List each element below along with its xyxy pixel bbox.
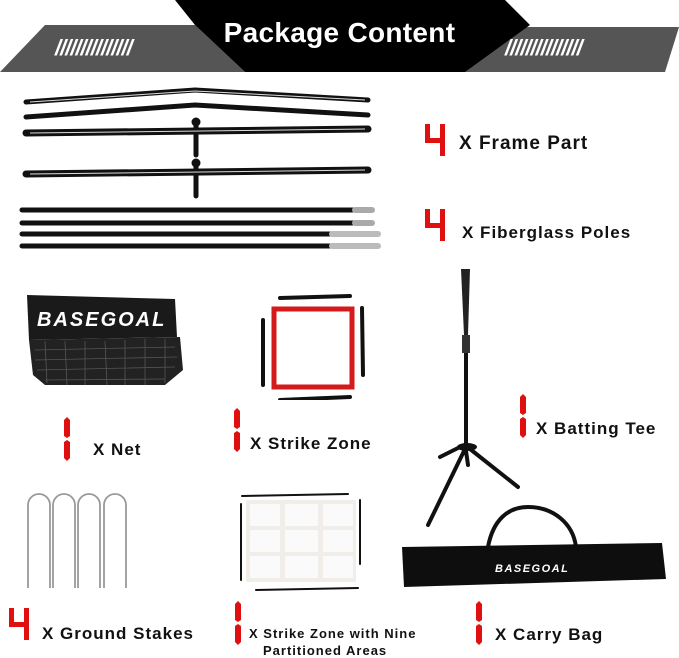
quantity-1-icon bbox=[476, 601, 482, 645]
ground-stakes-label: X Ground Stakes bbox=[42, 624, 194, 643]
net-image: BASEGOAL bbox=[25, 295, 183, 395]
strike-zone-label: X Strike Zone bbox=[250, 434, 372, 453]
page-title: Package Content bbox=[223, 17, 456, 48]
banner-shape bbox=[0, 0, 679, 72]
frame-parts-image bbox=[19, 87, 381, 249]
ground-stakes-image bbox=[27, 493, 127, 588]
carry-bag-label: X Carry Bag bbox=[495, 625, 604, 644]
quantity-1-icon bbox=[64, 417, 70, 461]
left-stripes-decoration: /////////////// bbox=[55, 35, 133, 60]
frame-part-label: X Frame Part bbox=[459, 133, 589, 154]
package-content-banner: /////////////// /////////////// Package … bbox=[0, 0, 679, 72]
nine-zone-label-line1: X Strike Zone with Nine bbox=[249, 626, 417, 641]
fiberglass-poles-label: X Fiberglass Poles bbox=[462, 223, 632, 242]
quantity-4-icon bbox=[9, 608, 29, 640]
strike-zone-image bbox=[261, 294, 365, 400]
quantity-1-icon bbox=[520, 394, 526, 438]
bag-brand-logo: BASEGOAL bbox=[495, 563, 570, 575]
right-stripes-decoration: /////////////// bbox=[505, 35, 583, 60]
quantity-4-icon bbox=[425, 124, 445, 156]
quantity-4-icon bbox=[425, 209, 445, 241]
nine-zone-strike-zone-image bbox=[240, 493, 361, 591]
net-label: X Net bbox=[93, 440, 142, 459]
quantity-1-icon bbox=[235, 601, 241, 645]
batting-tee-image bbox=[426, 269, 520, 527]
quantity-1-icon bbox=[234, 408, 240, 452]
batting-tee-label: X Batting Tee bbox=[536, 419, 657, 438]
nine-zone-label-line2: Partitioned Areas bbox=[263, 643, 388, 658]
carry-bag-image: BASEGOAL bbox=[398, 505, 666, 590]
net-brand-logo: BASEGOAL bbox=[37, 309, 167, 331]
